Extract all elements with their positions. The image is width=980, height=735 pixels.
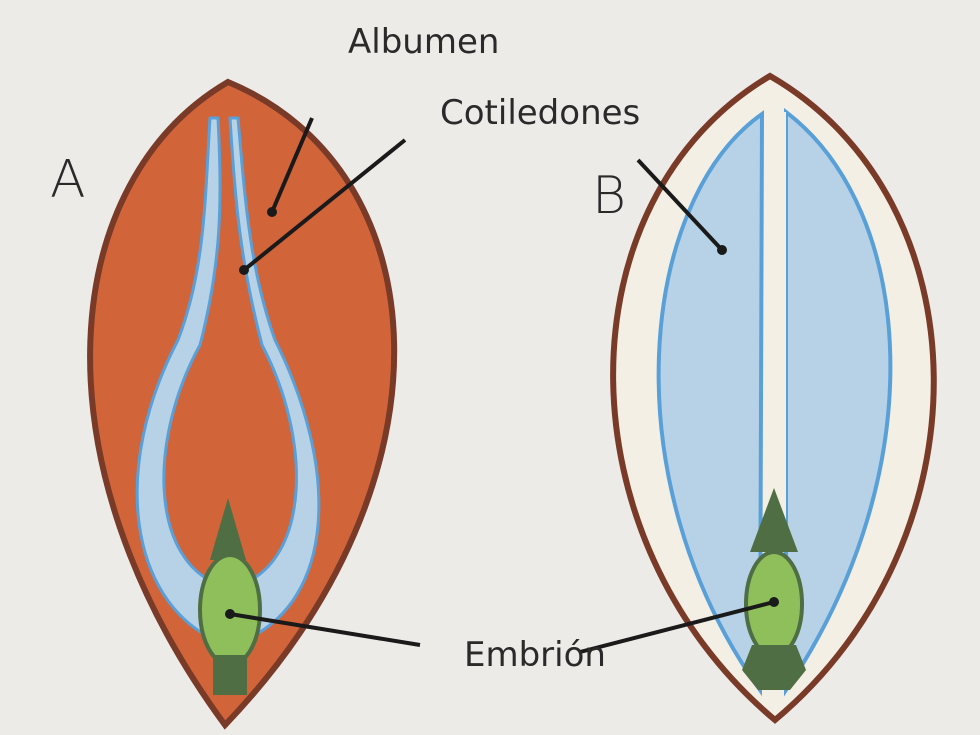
embrion-dot-a	[225, 609, 235, 619]
seed-a-label: A	[50, 150, 86, 210]
seed-b-gap	[764, 112, 786, 532]
seed-a	[90, 82, 394, 725]
cotiledones-dot-a	[239, 265, 249, 275]
cotiledones-dot-b	[717, 245, 727, 255]
seed-b-label: B	[592, 166, 626, 226]
albumen-label: Albumen	[348, 22, 499, 62]
albumen-dot	[267, 207, 277, 217]
seed-b	[613, 76, 934, 720]
seed-a-radicle	[213, 655, 247, 695]
embrion-label: Embrión	[464, 635, 606, 675]
cotiledones-label: Cotiledones	[440, 93, 640, 133]
embrion-dot-b	[769, 597, 779, 607]
